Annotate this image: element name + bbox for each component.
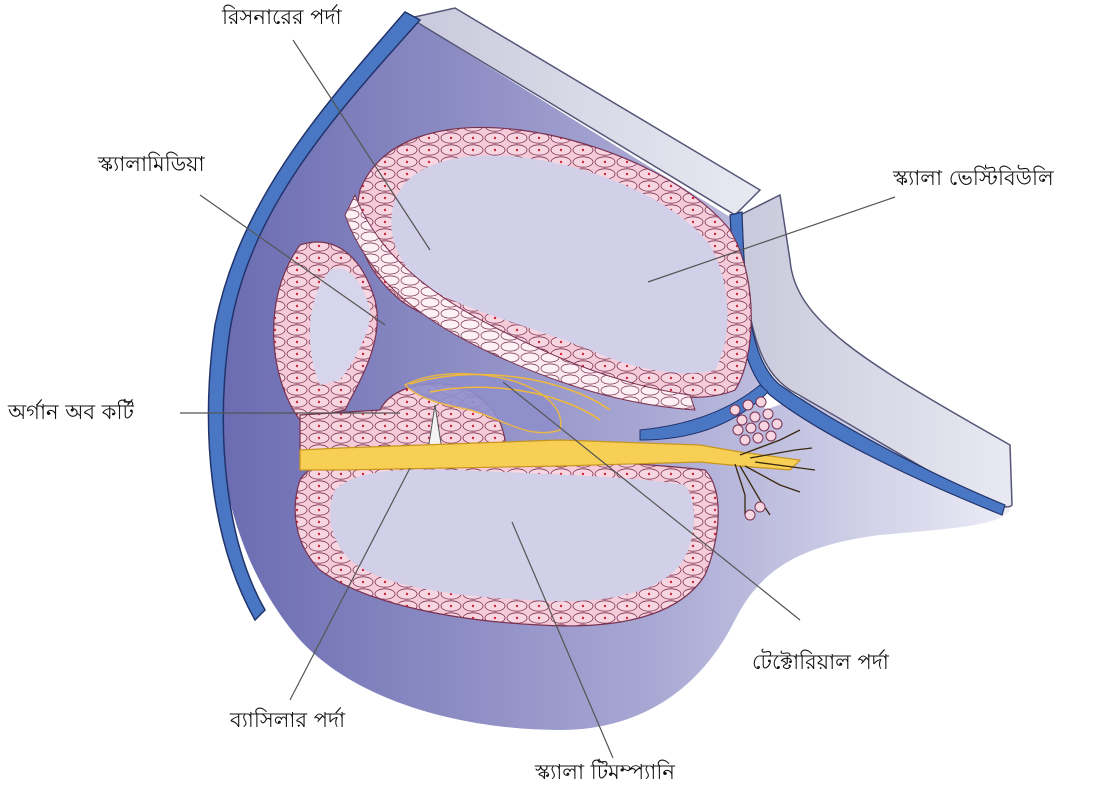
label-scala-tympani: স্ক্যালা টিমম্প্যানি	[535, 762, 675, 783]
label-scala-media: স্ক্যালামিডিয়া	[98, 154, 205, 175]
label-basilar-membrane: ব্যাসিলার পর্দা	[230, 710, 345, 731]
label-scala-vestibuli: স্ক্যালা ভেস্টিবিউলি	[893, 168, 1054, 189]
label-reissner-membrane: রিসনারের পর্দা	[222, 7, 342, 28]
label-organ-of-corti: অর্গান অব কর্টি	[8, 402, 134, 423]
label-tectorial-membrane: টেক্টোরিয়াল পর্দা	[752, 652, 889, 673]
